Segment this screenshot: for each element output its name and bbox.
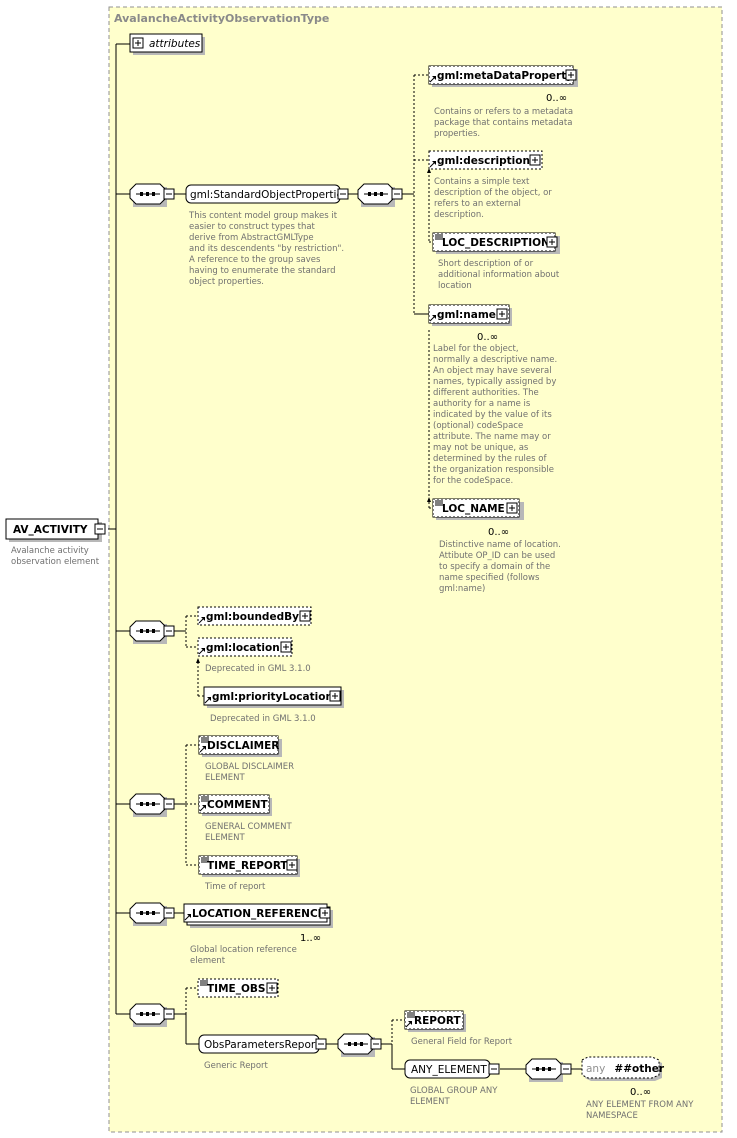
- standard-object-properties-doc: This content model group makes it easier…: [188, 211, 347, 287]
- group-label: ANY_ELEMENT: [411, 1064, 487, 1076]
- loc-description-doc: Short description of or additional infor…: [438, 259, 562, 291]
- collapse-icon: [163, 798, 175, 810]
- collapse-icon: [94, 523, 106, 535]
- element-label: LOC_NAME: [442, 503, 505, 515]
- collapse-icon: [337, 188, 349, 200]
- sequence-compositor-1[interactable]: [129, 183, 175, 207]
- element-label: TIME_OBS: [207, 983, 265, 995]
- element-location-reference[interactable]: LOCATION_REFERENCE: [183, 903, 333, 928]
- wildcard-prefix: any: [586, 1063, 605, 1075]
- collapse-icon: [560, 1063, 572, 1075]
- root-doc: Avalanche activity observation element: [11, 546, 100, 567]
- element-location[interactable]: gml:location: [197, 637, 293, 657]
- expand-icon: [546, 236, 558, 248]
- disclaimer-doc: GLOBAL DISCLAIMER ELEMENT: [205, 762, 297, 783]
- element-label: COMMENT: [207, 799, 268, 811]
- expand-icon: [286, 859, 298, 871]
- sequence-compositor-any[interactable]: [525, 1058, 572, 1082]
- sequence-compositor-3[interactable]: [129, 793, 175, 817]
- sequence-compositor-5[interactable]: [129, 1003, 175, 1027]
- element-av-activity[interactable]: AV_ACTIVITY: [5, 518, 106, 542]
- element-name[interactable]: gml:name: [428, 304, 512, 326]
- expand-icon: [529, 154, 541, 166]
- element-label: LOCATION_REFERENCE: [192, 908, 325, 920]
- expand-icon: [496, 308, 508, 320]
- element-label: gml:priorityLocation: [212, 691, 333, 703]
- collapse-icon: [488, 1063, 500, 1075]
- group-label: ObsParametersReport: [204, 1039, 319, 1051]
- attributes-box[interactable]: attributes: [129, 33, 205, 55]
- element-priority-location[interactable]: gml:priorityLocation: [203, 686, 344, 708]
- collapse-icon: [370, 1038, 382, 1050]
- priority-location-doc: Deprecated in GML 3.1.0: [210, 714, 316, 724]
- element-time-report[interactable]: TIME_REPORT: [198, 855, 300, 877]
- collapse-icon: [315, 1038, 327, 1050]
- sequence-compositor-2[interactable]: [129, 620, 175, 644]
- type-title: AvalancheActivityObservationType: [114, 12, 329, 25]
- loc-name-doc: Distinctive name of location. Attibute O…: [439, 540, 564, 594]
- element-label: AV_ACTIVITY: [13, 524, 88, 536]
- element-loc-name[interactable]: LOC_NAME: [432, 498, 524, 520]
- collapse-icon: [391, 188, 403, 200]
- element-label: gml:name: [437, 309, 496, 321]
- sequence-compositor-4[interactable]: [129, 902, 175, 926]
- element-label: gml:description: [437, 155, 530, 167]
- expand-icon: [299, 610, 311, 622]
- sequence-compositor-report[interactable]: [337, 1033, 382, 1057]
- location-reference-doc: Global location reference element: [190, 945, 300, 966]
- expand-icon: [565, 69, 577, 81]
- cardinality: 0..∞: [546, 93, 567, 104]
- expand-icon: [266, 982, 278, 994]
- element-report[interactable]: REPORT: [404, 1010, 466, 1032]
- element-label: gml:boundedBy: [206, 611, 299, 623]
- expand-icon: [319, 907, 331, 919]
- svg-text:any ##other: any ##other: [586, 1057, 665, 1076]
- element-label: LOC_DESCRIPTION: [442, 237, 550, 249]
- group-label: gml:StandardObjectProperties: [190, 189, 348, 201]
- cardinality: 1..∞: [300, 933, 321, 944]
- element-disclaimer[interactable]: DISCLAIMER: [198, 735, 282, 757]
- element-time-obs[interactable]: TIME_OBS: [197, 978, 279, 998]
- sequence-compositor-group[interactable]: [357, 183, 403, 207]
- expand-icon: [329, 690, 341, 702]
- connector-lines: [108, 43, 582, 1070]
- collapse-icon: [163, 1008, 175, 1020]
- name-doc: Label for the object, normally a descrip…: [433, 344, 560, 486]
- collapse-icon: [163, 188, 175, 200]
- element-comment[interactable]: COMMENT: [198, 794, 272, 816]
- element-description[interactable]: gml:description: [428, 150, 543, 170]
- attributes-label: attributes: [149, 38, 201, 50]
- expand-icon: [132, 37, 144, 49]
- comment-doc: GENERAL COMMENT ELEMENT: [205, 822, 294, 843]
- expand-icon: [280, 641, 292, 653]
- group-any-element[interactable]: ANY_ELEMENT: [404, 1059, 500, 1079]
- cardinality: 0..∞: [488, 527, 509, 538]
- element-label: gml:metaDataProperty: [437, 70, 573, 82]
- cardinality: 0..∞: [630, 1087, 651, 1098]
- group-obs-parameters-report[interactable]: ObsParametersReport: [198, 1034, 327, 1054]
- element-loc-description[interactable]: LOC_DESCRIPTION: [432, 232, 560, 254]
- element-bounded-by[interactable]: gml:boundedBy: [197, 606, 312, 626]
- metadata-property-doc: Contains or refers to a metadata package…: [434, 107, 576, 139]
- description-doc: Contains a simple text description of th…: [434, 177, 555, 220]
- element-label: REPORT: [414, 1015, 461, 1027]
- any-element-doc: GLOBAL GROUP ANY ELEMENT: [410, 1086, 500, 1107]
- wildcard-namespace: ##other: [614, 1063, 664, 1075]
- wildcard-any-other[interactable]: any ##other: [581, 1056, 665, 1081]
- element-label: gml:location: [206, 642, 280, 654]
- expand-icon: [506, 502, 518, 514]
- time-report-doc: Time of report: [204, 882, 266, 892]
- collapse-icon: [163, 625, 175, 637]
- element-label: TIME_REPORT: [207, 860, 288, 872]
- any-other-doc: ANY ELEMENT FROM ANY NAMESPACE: [586, 1100, 696, 1121]
- element-metadata-property[interactable]: gml:metaDataProperty: [428, 65, 578, 87]
- location-doc: Deprecated in GML 3.1.0: [205, 664, 311, 674]
- group-standard-object-properties[interactable]: gml:StandardObjectProperties: [185, 184, 349, 204]
- cardinality: 0..∞: [477, 332, 498, 343]
- element-label: DISCLAIMER: [207, 740, 279, 752]
- collapse-icon: [163, 907, 175, 919]
- report-doc: General Field for Report: [411, 1037, 513, 1047]
- obs-parameters-report-doc: Generic Report: [204, 1061, 269, 1071]
